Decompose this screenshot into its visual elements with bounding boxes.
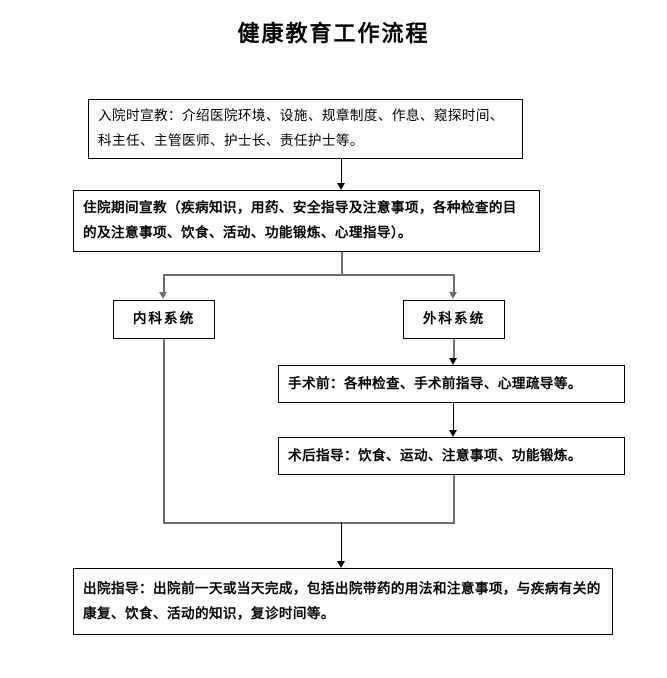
flow-node-post-operation-label: 术后指导：饮食、运动、注意事项、功能锻炼。 <box>288 447 582 464</box>
edge-postop-to-discharge-line <box>453 475 456 524</box>
edge-hospitalization-branch-bar <box>163 274 454 277</box>
edge-hospitalization-to-surgery-line <box>453 274 456 293</box>
flow-node-discharge-label: 出院指导：出院前一天或当天完成，包括出院带药的用法和注意事项，与疾病有关的康复、… <box>83 580 601 622</box>
flow-node-surgery-label: 外科系统 <box>422 311 486 327</box>
edge-surgery-to-preop-line <box>453 339 456 359</box>
flow-node-admission: 入院时宣教：介绍医院环境、设施、规章制度、作息、窥探时间、科主任、主管医师、护士… <box>88 99 523 159</box>
edge-admission-to-hospitalization-line <box>341 159 343 184</box>
flow-node-internal-medicine-label: 内科系统 <box>132 311 196 327</box>
flow-node-hospitalization-label: 住院期间宣教（疾病知识，用药、安全指导及注意事项，各种检查的目的及注意事项、饮食… <box>83 200 517 241</box>
flow-node-admission-label: 入院时宣教：介绍医院环境、设施、规章制度、作息、窥探时间、科主任、主管医师、护士… <box>98 108 504 149</box>
edge-internal-to-discharge-line <box>163 339 166 524</box>
edge-hospitalization-branch-stem <box>341 252 344 275</box>
edge-preop-to-postop-arrowhead <box>449 430 457 437</box>
flow-node-post-operation: 术后指导：饮食、运动、注意事项、功能锻炼。 <box>278 437 625 475</box>
flow-node-internal-medicine: 内科系统 <box>113 300 215 339</box>
edge-surgery-to-preop-arrowhead <box>449 358 457 365</box>
flow-node-surgery: 外科系统 <box>403 300 505 339</box>
edge-hospitalization-to-internal-arrowhead <box>159 292 167 299</box>
edge-merge-to-discharge-line <box>341 522 343 562</box>
flow-node-pre-operation: 手术前：各种检查、手术前指导、心理疏导等。 <box>278 365 625 403</box>
flow-node-hospitalization: 住院期间宣教（疾病知识，用药、安全指导及注意事项，各种检查的目的及注意事项、饮食… <box>73 190 540 252</box>
flow-node-discharge: 出院指导：出院前一天或当天完成，包括出院带药的用法和注意事项，与疾病有关的康复、… <box>73 568 613 635</box>
page-title: 健康教育工作流程 <box>237 21 430 47</box>
edge-merge-bar <box>163 522 454 525</box>
flow-node-pre-operation-label: 手术前：各种检查、手术前指导、心理疏导等。 <box>288 375 582 392</box>
edge-preop-to-postop-line <box>453 403 455 431</box>
edge-hospitalization-to-surgery-arrowhead <box>449 292 457 299</box>
edge-admission-to-hospitalization-arrowhead <box>337 183 345 190</box>
edge-merge-to-discharge-arrowhead <box>337 561 345 568</box>
edge-hospitalization-to-internal-line <box>163 274 166 293</box>
